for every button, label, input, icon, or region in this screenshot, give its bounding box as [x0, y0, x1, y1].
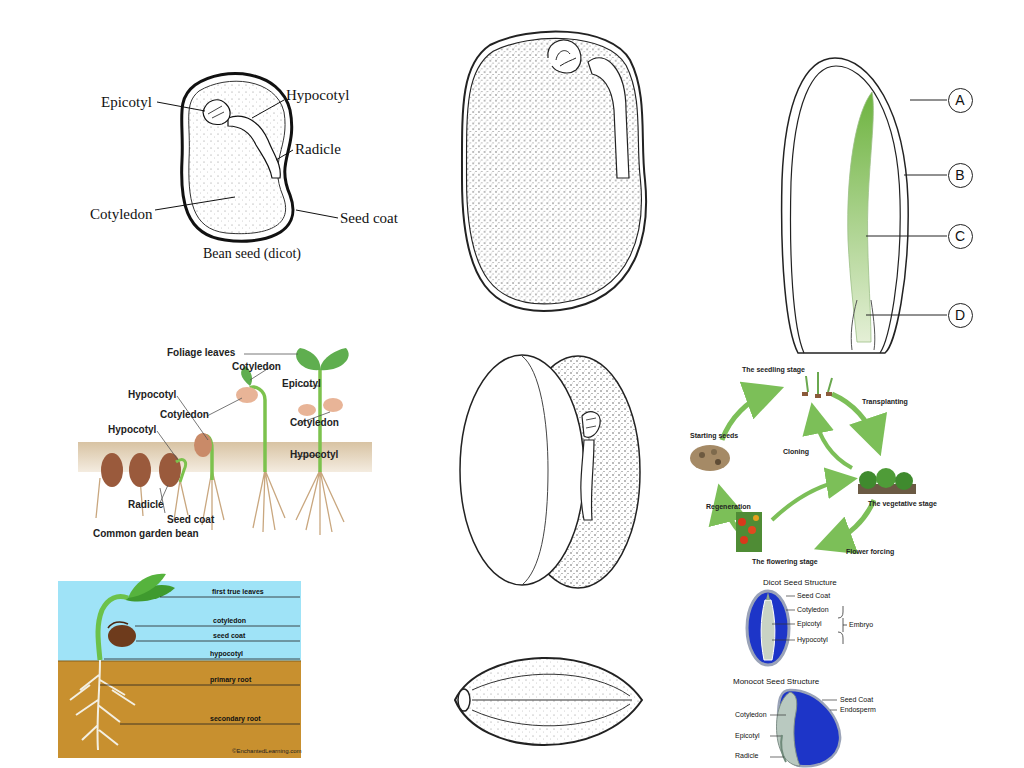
part-label: seed coat [213, 632, 245, 640]
callout-circle: C [948, 224, 973, 249]
part-label: Foliage leaves [167, 347, 235, 359]
elongated-seed-figure [455, 658, 642, 745]
callout-letter: B [955, 167, 964, 183]
opened-bean-figure [460, 355, 640, 588]
part-label: Hypocotyl [290, 449, 338, 461]
stage-label: Starting seeds [690, 432, 738, 440]
part-label: cotyledon [213, 617, 246, 625]
part-label: Epicotyl [735, 732, 760, 740]
callout-circle: A [948, 88, 973, 113]
life-cycle-figure [690, 372, 916, 552]
callout-circle: B [948, 163, 973, 188]
part-label: Radicle [735, 752, 758, 760]
part-label: Seed coat [340, 210, 398, 227]
step-label: Flower forcing [846, 548, 894, 556]
stage-label: The vegetative stage [868, 500, 937, 508]
part-label: hypocotyl [210, 650, 243, 658]
part-label: Radicle [128, 499, 164, 511]
group-label: Embryo [849, 621, 873, 629]
section-heading: Monocot Seed Structure [733, 677, 819, 686]
kidney-seed-figure [462, 31, 646, 311]
step-label: Regeneration [706, 503, 751, 511]
stage-label: The seedling stage [742, 366, 805, 374]
part-label: Hypocotyl [128, 389, 176, 401]
part-label: primary root [210, 676, 251, 684]
part-label: Cotyledon [290, 417, 339, 429]
part-label: Epicotyl [797, 620, 822, 628]
figure-caption: Bean seed (dicot) [203, 246, 301, 262]
callout-letter: A [955, 92, 964, 108]
callout-circle: D [948, 303, 973, 328]
part-label: Epicotyl [101, 94, 152, 111]
part-label: Cotyledon [90, 206, 153, 223]
part-label: Epicotyl [282, 378, 321, 390]
part-label: Endosperm [840, 706, 876, 714]
part-label: Hypocotyl [797, 636, 828, 644]
step-label: Cloning [783, 448, 809, 456]
part-label: Seed Coat [797, 592, 830, 600]
part-label: Hypocotyl [286, 87, 349, 104]
callout-letter: D [955, 307, 965, 323]
part-label: Cotyledon [160, 409, 209, 421]
part-label: Hypocotyl [108, 424, 156, 436]
part-label: Seed coat [167, 514, 214, 526]
figure-caption: Common garden bean [93, 528, 199, 540]
part-label: first true leaves [212, 588, 264, 596]
part-label: Seed Coat [840, 696, 873, 704]
germination-figure [78, 348, 372, 535]
callout-letter: C [955, 228, 965, 244]
seed-section-figure [782, 58, 947, 353]
part-label: Cotyledon [232, 361, 281, 373]
copyright-note: ©EnchantedLearning.com [232, 748, 301, 755]
section-heading: Dicot Seed Structure [763, 578, 837, 587]
stage-label: The flowering stage [752, 558, 818, 566]
seedling-figure [58, 574, 301, 758]
part-label: Cotyledon [735, 711, 767, 719]
part-label: Cotyledon [797, 606, 829, 614]
step-label: Transplanting [862, 398, 908, 406]
part-label: secondary root [210, 715, 261, 723]
part-label: Radicle [295, 141, 341, 158]
